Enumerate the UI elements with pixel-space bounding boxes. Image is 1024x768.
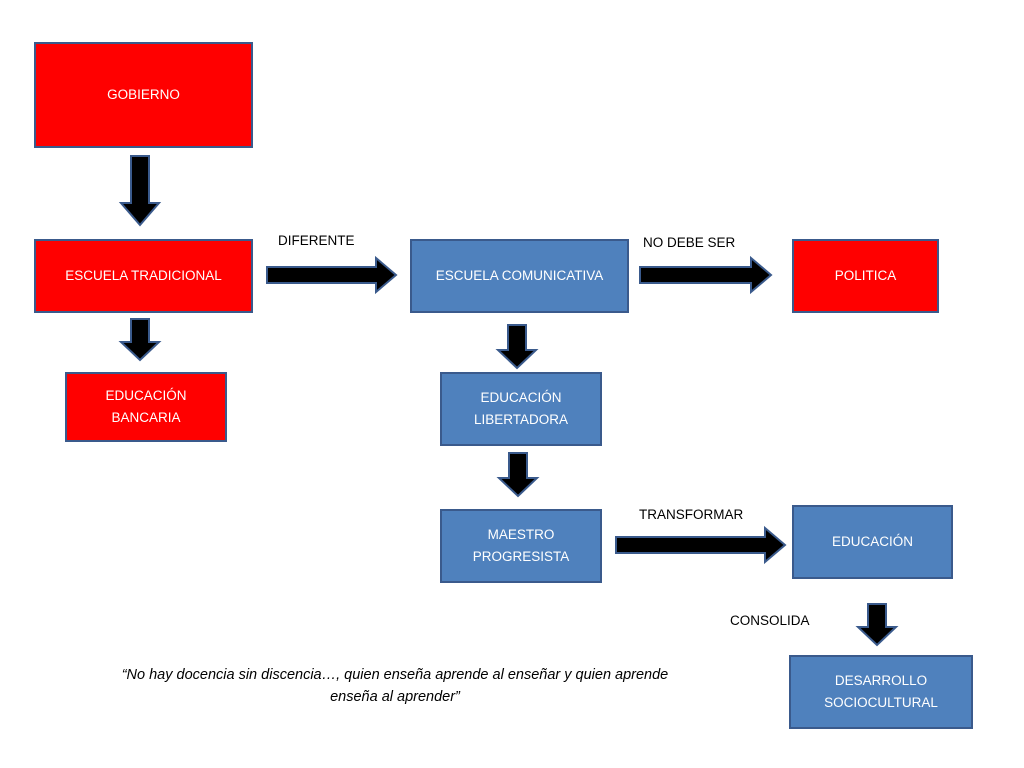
label-transformar: TRANSFORMAR	[639, 507, 744, 522]
label-no-debe-ser: NO DEBE SER	[643, 235, 736, 250]
node-educacion-libertadora-line2: LIBERTADORA	[473, 412, 569, 427]
node-educacion: EDUCACIÓN	[792, 505, 953, 579]
arrow-right-maestro-to-educacion	[615, 525, 787, 565]
node-educacion-bancaria: EDUCACIÓN BANCARIA	[65, 372, 227, 442]
node-educacion-bancaria-line1: EDUCACIÓN	[105, 388, 187, 403]
node-desarrollo-sociocultural-line1: DESARROLLO	[834, 673, 928, 688]
node-escuela-tradicional: ESCUELA TRADICIONAL	[34, 239, 253, 313]
quote: “No hay docencia sin discencia…, quien e…	[80, 664, 710, 708]
node-educacion-libertadora: EDUCACIÓN LIBERTADORA	[440, 372, 602, 446]
node-escuela-tradicional-label: ESCUELA TRADICIONAL	[65, 268, 222, 283]
node-politica-label: POLITICA	[834, 268, 897, 283]
arrow-down-libertadora-to-maestro	[496, 452, 540, 498]
node-educacion-libertadora-line1: EDUCACIÓN	[480, 390, 562, 405]
arrow-down-comunicativa-to-libertadora	[495, 324, 539, 370]
arrow-down-educacion-to-desarrollo	[855, 603, 899, 647]
arrow-right-comunicativa-to-politica	[639, 255, 773, 295]
arrow-right-tradicional-to-comunicativa	[266, 255, 398, 295]
node-maestro-progresista-line2: PROGRESISTA	[472, 549, 570, 564]
quote-line1: “No hay docencia sin discencia…, quien e…	[121, 667, 669, 683]
label-diferente: DIFERENTE	[278, 233, 355, 248]
node-desarrollo-sociocultural: DESARROLLO SOCIOCULTURAL	[789, 655, 973, 729]
node-escuela-comunicativa: ESCUELA COMUNICATIVA	[410, 239, 629, 313]
node-educacion-bancaria-line2: BANCARIA	[111, 410, 181, 425]
node-politica: POLITICA	[792, 239, 939, 313]
node-escuela-comunicativa-label: ESCUELA COMUNICATIVA	[435, 268, 604, 283]
node-maestro-progresista: MAESTRO PROGRESISTA	[440, 509, 602, 583]
arrow-down-tradicional-to-bancaria	[118, 318, 162, 362]
arrow-down-gobierno-to-tradicional	[118, 155, 162, 227]
node-maestro-progresista-line1: MAESTRO	[487, 527, 555, 542]
node-gobierno-label: GOBIERNO	[107, 87, 180, 102]
label-consolida: CONSOLIDA	[730, 613, 810, 628]
node-desarrollo-sociocultural-line2: SOCIOCULTURAL	[824, 695, 938, 710]
quote-line2: enseña al aprender”	[330, 689, 460, 705]
node-educacion-label: EDUCACIÓN	[831, 534, 913, 549]
node-gobierno: GOBIERNO	[34, 42, 253, 148]
